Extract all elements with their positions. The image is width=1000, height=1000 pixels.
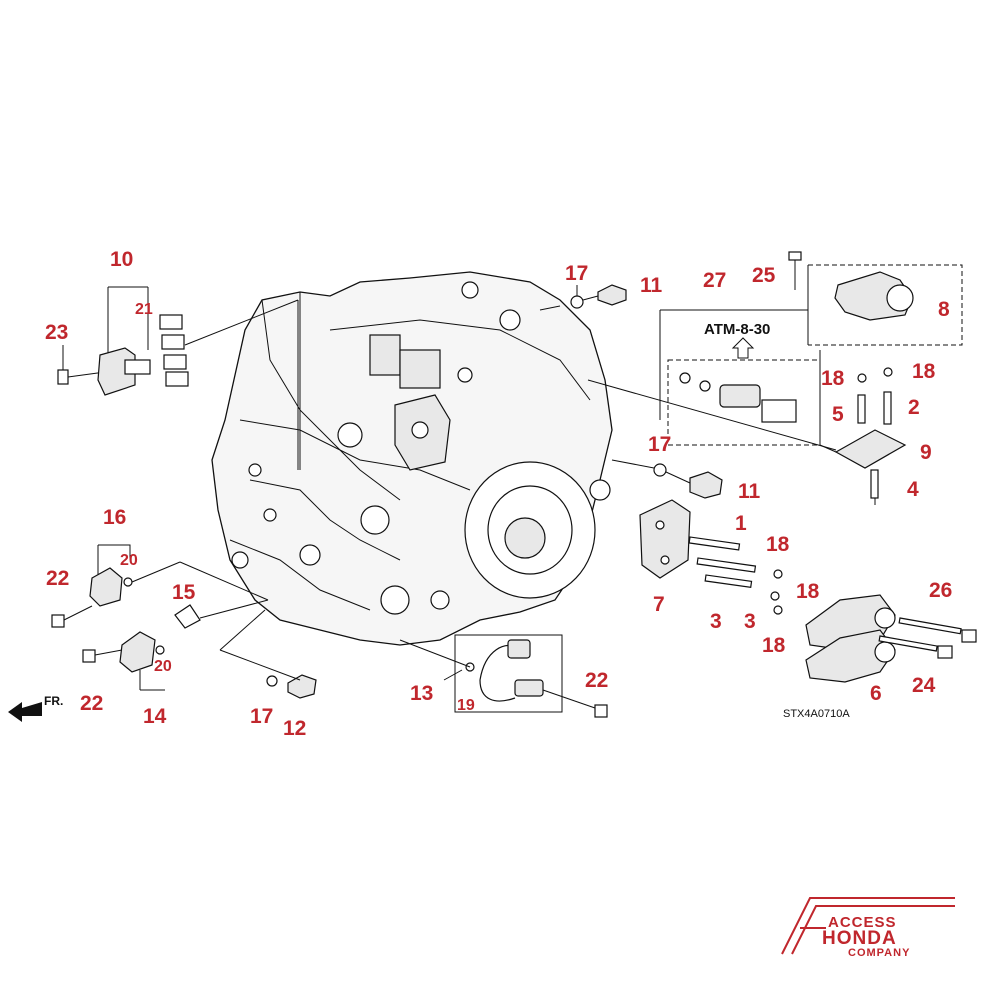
part-group-8-9: [788, 251, 963, 505]
callout-12: 12: [283, 717, 306, 740]
callout-18-e: 18: [762, 634, 786, 657]
part-group-12: [219, 609, 317, 699]
callout-3-a: 3: [710, 610, 722, 633]
callout-4: 4: [907, 478, 919, 501]
callout-1: 1: [735, 512, 747, 535]
access-honda-logo: ACCESS HONDA COMPANY: [770, 892, 960, 962]
callout-10: 10: [110, 248, 133, 271]
callout-24: 24: [912, 674, 936, 697]
callout-7: 7: [653, 593, 665, 616]
callout-16: 16: [103, 506, 126, 529]
callout-18-c: 18: [766, 533, 790, 556]
callout-19: 19: [457, 697, 475, 714]
front-label: FR.: [44, 694, 63, 708]
callout-3-b: 3: [744, 610, 756, 633]
logo-line-2: HONDA: [822, 928, 897, 949]
callout-22-b: 22: [80, 692, 103, 715]
callout-22-a: 22: [46, 567, 69, 590]
part-group-13: [399, 634, 608, 718]
reference-label: ATM-8-30: [704, 321, 770, 338]
callout-18-a: 18: [821, 367, 845, 390]
callout-13: 13: [410, 682, 433, 705]
front-direction-indicator: FR.: [8, 694, 63, 722]
logo-line-3: COMPANY: [848, 947, 911, 959]
callout-20-a: 20: [120, 552, 138, 569]
callout-6: 6: [870, 682, 882, 705]
callout-5: 5: [832, 403, 844, 426]
callout-26: 26: [929, 579, 952, 602]
front-arrow-icon: [8, 702, 42, 722]
callout-14: 14: [143, 705, 167, 728]
part-group-10: [57, 286, 299, 470]
callout-8: 8: [938, 298, 950, 321]
part-group-14: [82, 599, 269, 691]
callout-2: 2: [908, 396, 920, 419]
part-group-16: [51, 544, 269, 628]
part-group-27: [659, 309, 821, 446]
callout-20-b: 20: [154, 658, 172, 675]
diagram-code: STX4A0710A: [783, 708, 850, 720]
callout-18-b: 18: [912, 360, 936, 383]
callout-15: 15: [172, 581, 196, 604]
callout-labels: 10 21 23 17 11 27 25 8 18 18 5 2 9 4 17 …: [45, 248, 952, 740]
callout-25: 25: [752, 264, 776, 287]
callout-21: 21: [135, 301, 153, 318]
callout-11-top: 11: [640, 274, 663, 297]
callout-17-bottom: 17: [250, 705, 273, 728]
logo-mark-icon: [781, 897, 955, 955]
callout-9: 9: [920, 441, 932, 464]
part-group-11-top: [539, 284, 627, 311]
part-group-11-mid: [587, 379, 837, 499]
transmission-case: [211, 271, 613, 646]
callout-18-d: 18: [796, 580, 820, 603]
callout-17-mid: 17: [648, 433, 671, 456]
callout-11-mid: 11: [738, 480, 761, 503]
callout-23: 23: [45, 321, 68, 344]
callout-27: 27: [703, 269, 726, 292]
part-group-7: [639, 499, 783, 615]
callout-22-c: 22: [585, 669, 608, 692]
logo-line-1: ACCESS: [828, 914, 897, 931]
part-group-6: [805, 594, 977, 683]
callout-17-top: 17: [565, 262, 588, 285]
